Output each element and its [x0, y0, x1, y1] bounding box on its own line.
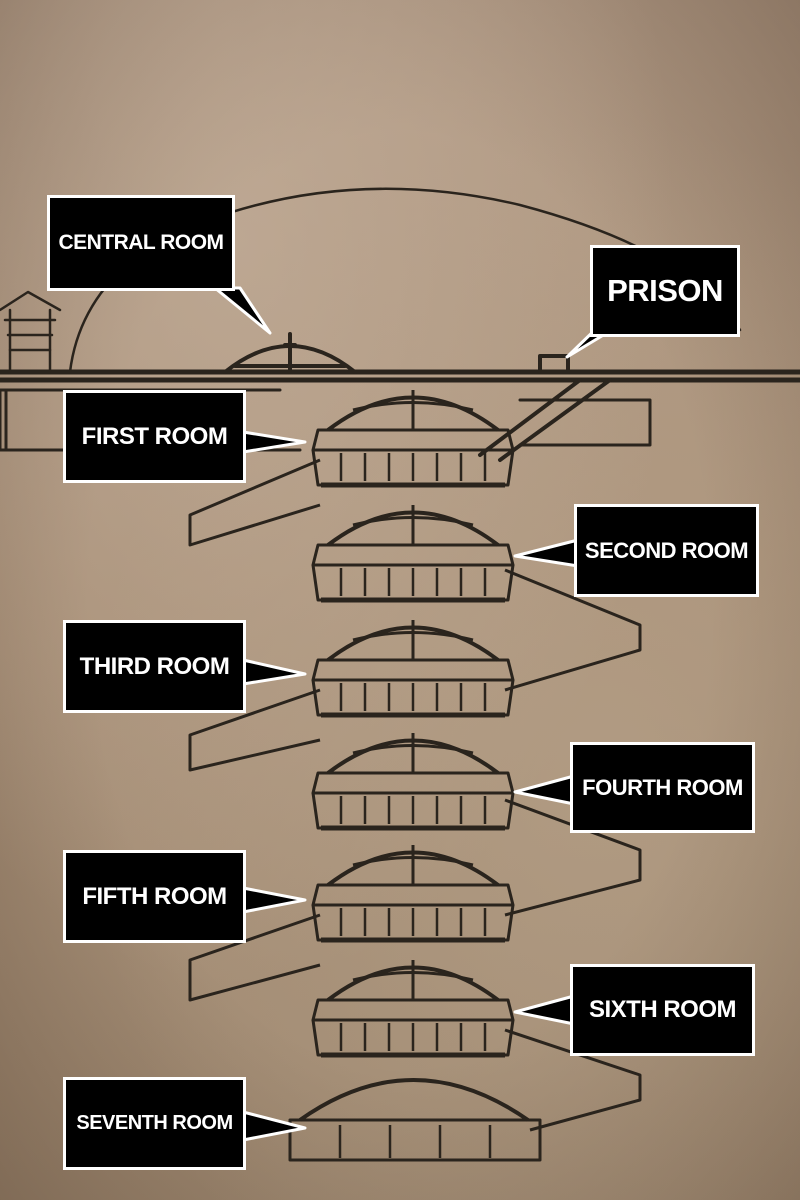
- room-dome-second: [311, 505, 515, 603]
- label-third-room: THIRD ROOM: [63, 620, 246, 713]
- pointer-central: [213, 286, 272, 335]
- label-first-room-text: FIRST ROOM: [81, 422, 228, 450]
- dome-rib: [352, 401, 474, 412]
- room-dome-first: [311, 390, 515, 488]
- room-dome-third: [311, 620, 515, 718]
- tunnel-first-second-left: [188, 458, 321, 547]
- dome-cap: [298, 1078, 530, 1122]
- room-dome-seventh: [288, 1078, 542, 1162]
- label-prison-text: PRISON: [607, 273, 723, 308]
- surface-line: [0, 369, 800, 383]
- pointer-fifth: [241, 886, 307, 914]
- tunnel-second-third-right: [504, 568, 642, 692]
- label-third-room-text: THIRD ROOM: [79, 652, 230, 680]
- label-first-room: FIRST ROOM: [63, 390, 246, 483]
- label-central-room: CENTRAL ROOM: [47, 195, 235, 291]
- pointer-first: [241, 430, 307, 454]
- pointer-sixth: [513, 994, 576, 1026]
- label-second-room-text: SECOND ROOM: [584, 537, 749, 563]
- left-tower: [0, 290, 62, 374]
- central-dome: [223, 332, 357, 374]
- tunnel-prison-first: [478, 378, 612, 462]
- label-second-room: SECOND ROOM: [574, 504, 759, 597]
- dome-pillars: [338, 1125, 492, 1158]
- dome-rib: [352, 631, 474, 642]
- room-dome-fifth: [311, 845, 515, 943]
- pointer-third: [241, 658, 307, 686]
- pointer-second: [513, 538, 580, 568]
- dome-rib: [352, 516, 474, 527]
- dome-body: [288, 1118, 542, 1162]
- label-fifth-room-text: FIFTH ROOM: [82, 882, 227, 910]
- label-fourth-room: FOURTH ROOM: [570, 742, 755, 833]
- label-fifth-room: FIFTH ROOM: [63, 850, 246, 943]
- dome-rib: [352, 744, 474, 755]
- room-dome-sixth: [311, 960, 515, 1058]
- label-sixth-room: SIXTH ROOM: [570, 964, 755, 1056]
- tunnel-third-fourth-left: [188, 688, 321, 772]
- prison-structure: [538, 354, 570, 374]
- label-fourth-room-text: FOURTH ROOM: [582, 774, 743, 800]
- label-seventh-room-text: SEVENTH ROOM: [76, 1112, 233, 1134]
- dome-rib: [352, 971, 474, 982]
- pointer-fourth: [513, 774, 576, 806]
- label-sixth-room-text: SIXTH ROOM: [588, 996, 737, 1023]
- room-dome-fourth: [311, 733, 515, 831]
- pointer-seventh: [241, 1110, 307, 1142]
- dome-rib: [352, 856, 474, 867]
- label-seventh-room: SEVENTH ROOM: [63, 1077, 246, 1170]
- label-central-room-text: CENTRAL ROOM: [58, 231, 224, 254]
- tunnel-fifth-sixth-left: [188, 913, 321, 1002]
- label-prison: PRISON: [590, 245, 740, 337]
